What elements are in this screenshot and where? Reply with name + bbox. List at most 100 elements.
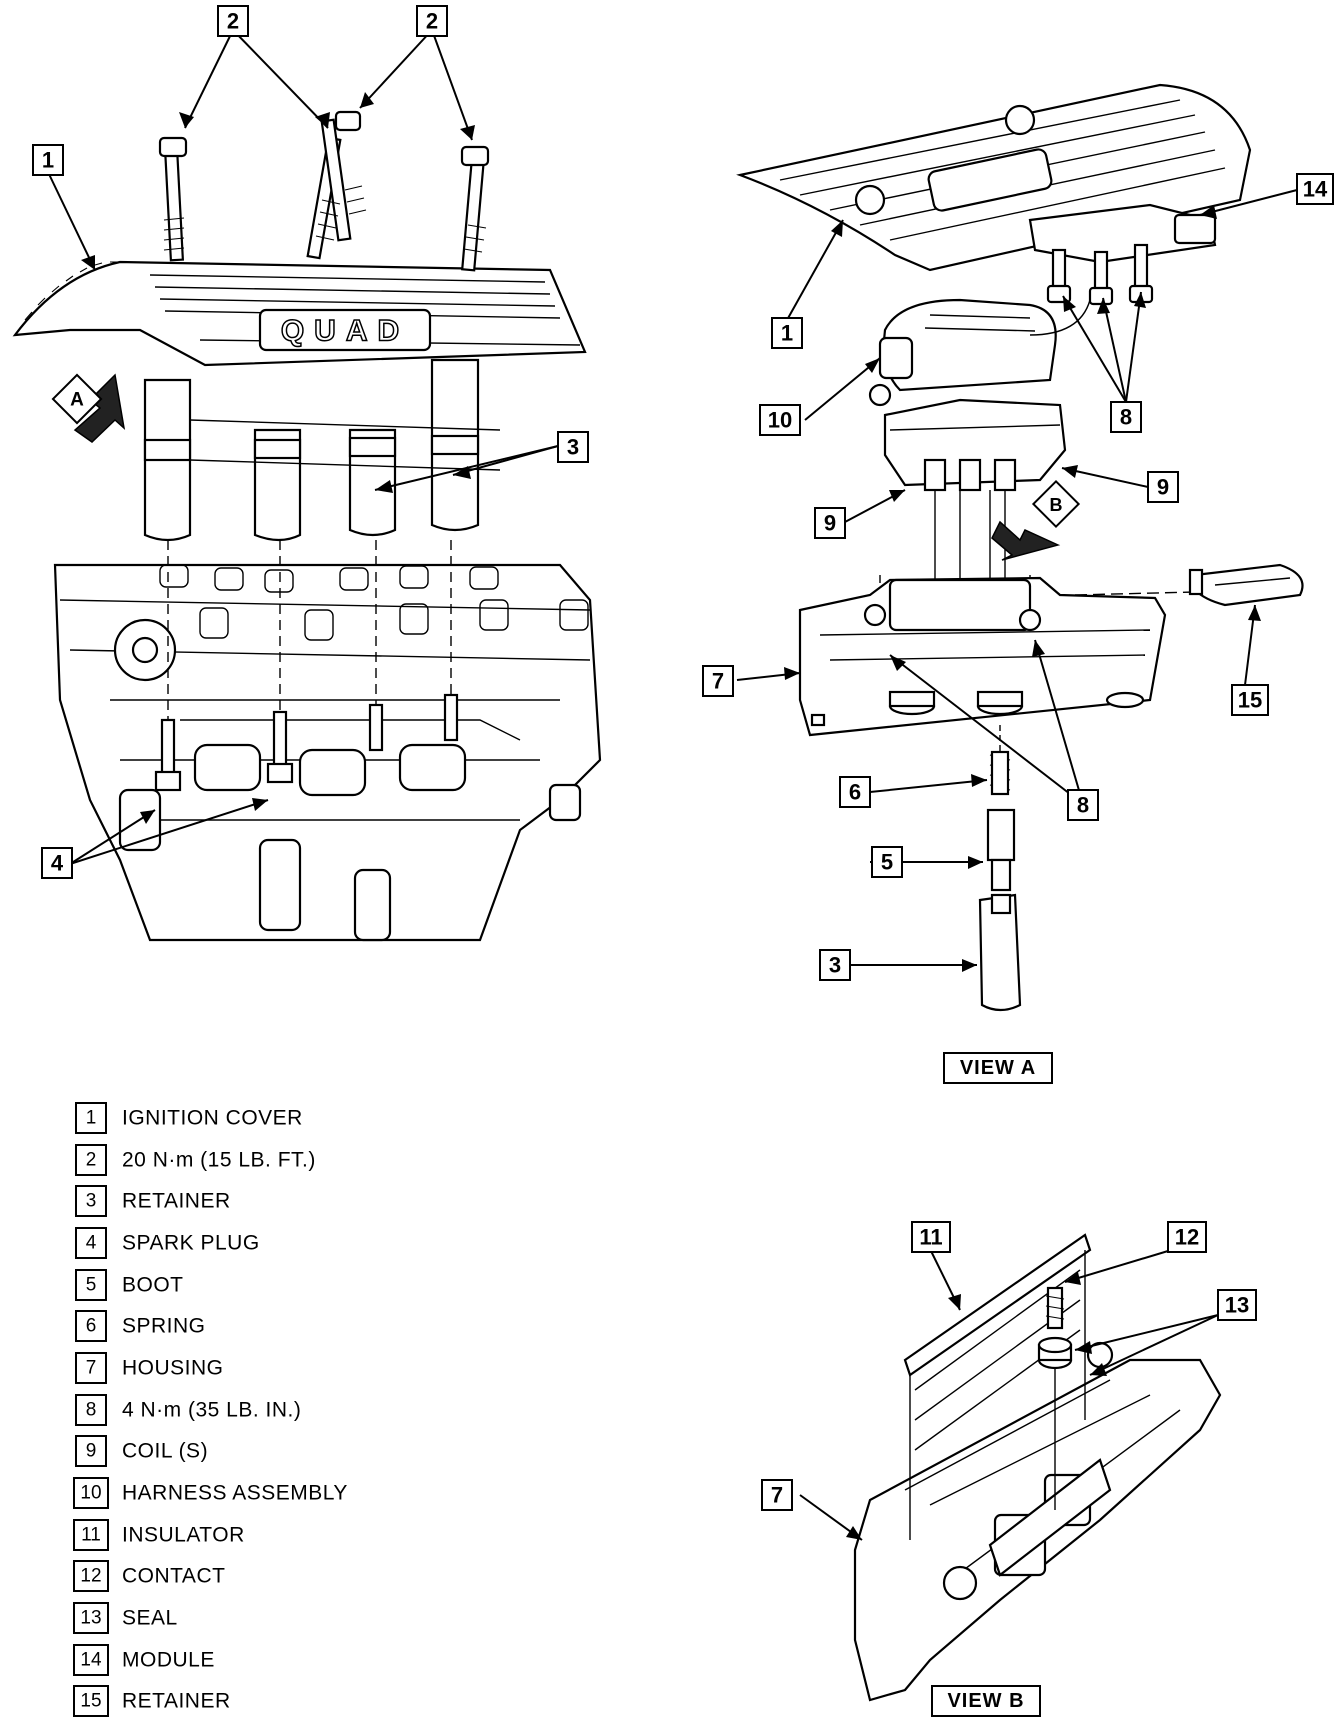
view-b-label: VIEW B <box>931 1685 1041 1717</box>
svg-text:1: 1 <box>86 1108 97 1129</box>
svg-text:RETAINER: RETAINER <box>122 1190 231 1213</box>
svg-text:12: 12 <box>1175 1225 1199 1250</box>
engine-cylinder-head <box>53 563 602 942</box>
view-b-leaders <box>799 1250 1219 1541</box>
svg-text:7: 7 <box>712 669 724 694</box>
svg-text:7: 7 <box>771 1483 783 1508</box>
legend-item: 10 HARNESS ASSEMBLY <box>73 1477 348 1509</box>
svg-text:5: 5 <box>881 850 893 875</box>
svg-text:RETAINER: RETAINER <box>122 1690 231 1713</box>
svg-text:11: 11 <box>81 1525 101 1546</box>
legend-item: 2 20 N·m (15 LB. FT.) <box>75 1144 315 1176</box>
legend-item: 4 SPARK PLUG <box>75 1227 259 1259</box>
svg-text:2: 2 <box>227 9 239 34</box>
svg-text:12: 12 <box>80 1566 101 1587</box>
callout-4-left: 4 <box>41 847 73 879</box>
cover-lettering: QUAD <box>281 315 409 348</box>
legend-item: 12 CONTACT <box>73 1560 225 1592</box>
callout-9-right: 9 <box>1147 471 1179 503</box>
svg-text:3: 3 <box>86 1191 97 1212</box>
callout-14: 14 <box>1296 173 1334 205</box>
svg-text:9: 9 <box>86 1441 97 1462</box>
harness-assembly <box>868 298 1091 407</box>
callout-2-left: 2 <box>217 5 249 37</box>
callout-12: 12 <box>1167 1221 1207 1253</box>
svg-text:CONTACT: CONTACT <box>122 1565 225 1588</box>
callout-9-left: 9 <box>814 507 846 539</box>
svg-text:INSULATOR: INSULATOR <box>122 1524 245 1547</box>
svg-text:10: 10 <box>80 1483 101 1504</box>
legend-item: 3 RETAINER <box>75 1185 231 1217</box>
coil-boots <box>143 358 501 542</box>
legend-item: 1 IGNITION COVER <box>75 1102 303 1134</box>
view-a-label: VIEW A <box>943 1052 1053 1084</box>
legend-item: 11 INSULATOR <box>73 1519 245 1551</box>
view-a-assembly: B <box>702 83 1334 1084</box>
svg-text:11: 11 <box>919 1225 942 1250</box>
callout-3-left: 3 <box>557 431 589 463</box>
svg-text:BOOT: BOOT <box>122 1274 184 1297</box>
svg-text:IGNITION COVER: IGNITION COVER <box>122 1107 303 1130</box>
view-b-arrow: B <box>991 479 1081 561</box>
view-a-arrowheads <box>784 205 1261 972</box>
svg-text:HARNESS ASSEMBLY: HARNESS ASSEMBLY <box>122 1482 348 1505</box>
coils <box>883 398 1067 492</box>
alignment-lines <box>167 540 452 720</box>
svg-text:13: 13 <box>1225 1293 1249 1318</box>
view-a-arrow: A <box>51 373 126 443</box>
svg-text:14: 14 <box>80 1650 102 1671</box>
retainer-clip <box>1188 563 1304 607</box>
svg-text:8: 8 <box>1077 793 1089 818</box>
left-assembly: QUAD A <box>12 5 602 942</box>
svg-text:4: 4 <box>51 851 64 876</box>
svg-text:6: 6 <box>849 780 861 805</box>
svg-text:1: 1 <box>42 148 54 173</box>
svg-text:1: 1 <box>781 321 793 346</box>
boot <box>986 808 1016 892</box>
arrow-a-label: A <box>70 390 84 411</box>
svg-text:14: 14 <box>1303 177 1328 202</box>
callout-8-lower: 8 <box>1067 789 1099 821</box>
view-b-housing <box>853 1341 1222 1702</box>
svg-text:3: 3 <box>567 435 579 460</box>
svg-text:8: 8 <box>1120 405 1132 430</box>
contact <box>1045 1286 1065 1330</box>
svg-text:15: 15 <box>80 1691 101 1712</box>
svg-text:5: 5 <box>86 1275 97 1296</box>
svg-text:8: 8 <box>86 1400 97 1421</box>
svg-text:COIL (S): COIL (S) <box>122 1440 208 1463</box>
svg-text:2: 2 <box>86 1150 97 1171</box>
svg-text:15: 15 <box>1238 688 1262 713</box>
left-arrowheads <box>81 92 475 824</box>
spring <box>989 750 1011 796</box>
callout-2-right: 2 <box>416 5 448 37</box>
module <box>1028 203 1217 264</box>
svg-text:10: 10 <box>768 408 792 433</box>
callout-3-view-a: 3 <box>819 949 851 981</box>
svg-text:13: 13 <box>80 1608 101 1629</box>
callout-1-left: 1 <box>32 144 64 176</box>
svg-text:4: 4 <box>86 1233 97 1254</box>
svg-text:VIEW A: VIEW A <box>960 1057 1036 1079</box>
callout-13: 13 <box>1217 1289 1257 1321</box>
callout-8-upper: 8 <box>1110 401 1142 433</box>
callout-7-view-b: 7 <box>761 1479 793 1511</box>
callout-15: 15 <box>1231 684 1269 716</box>
legend-item: 5 BOOT <box>75 1269 184 1301</box>
svg-text:2: 2 <box>426 9 438 34</box>
svg-text:4 N·m (35 LB. IN.): 4 N·m (35 LB. IN.) <box>122 1399 301 1422</box>
callout-11: 11 <box>911 1221 951 1253</box>
seal <box>1037 1336 1073 1370</box>
view-b-assembly: 11 12 13 7 VIEW B <box>761 1221 1257 1717</box>
cover-bolts <box>158 110 490 272</box>
parts-legend: 1 IGNITION COVER 2 20 N·m (15 LB. FT.) 3… <box>73 1102 348 1717</box>
svg-text:MODULE: MODULE <box>122 1649 215 1672</box>
svg-text:HOUSING: HOUSING <box>122 1357 224 1380</box>
legend-item: 14 MODULE <box>73 1644 215 1676</box>
legend-item: 8 4 N·m (35 LB. IN.) <box>75 1394 301 1426</box>
callout-7-view-a: 7 <box>702 665 734 697</box>
ignition-cover: QUAD <box>12 260 587 367</box>
legend-item: 15 RETAINER <box>73 1685 231 1717</box>
svg-text:3: 3 <box>829 953 841 978</box>
legend-item: 9 COIL (S) <box>75 1435 208 1467</box>
